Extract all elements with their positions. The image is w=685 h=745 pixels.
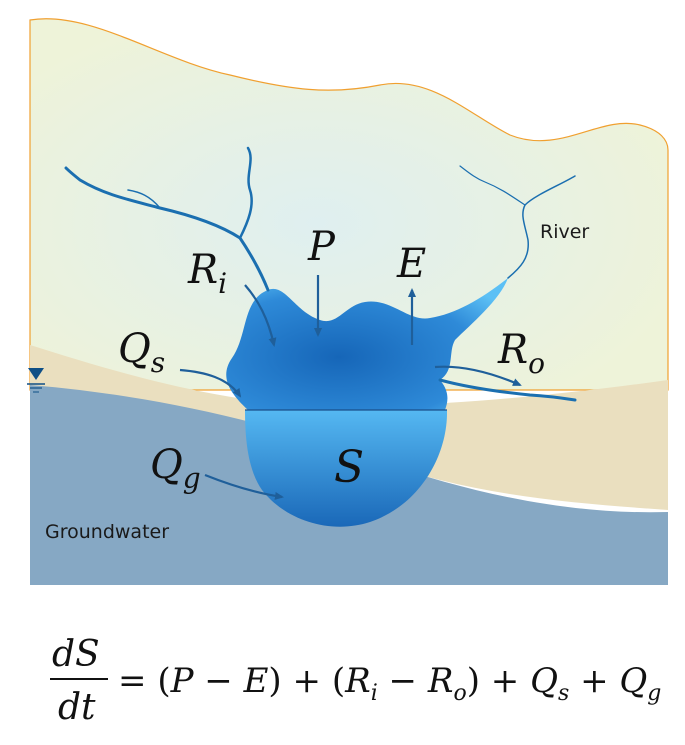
flow-arrows (179, 275, 522, 500)
water-balance-equation: dS dt = (P − E) + (Ri − Ro) + Qs + Qg (50, 634, 661, 728)
eq-P: P (170, 661, 195, 701)
label-outflow-runoff-main: R (497, 327, 528, 373)
label-groundwater-inflow: Qg (150, 442, 201, 495)
label-storage: S (334, 442, 364, 493)
storage-bowl (245, 410, 448, 527)
label-groundwater: Groundwater (45, 521, 169, 543)
eq-numerator: dS (52, 634, 100, 675)
label-inflow-runoff-main: R (187, 247, 218, 293)
eq-E: E (243, 661, 269, 701)
eq-close-paren-2: ) (467, 661, 480, 701)
groundwater-inflow-arrow (204, 473, 284, 500)
eq-R1: R (344, 661, 371, 701)
label-inflow-runoff: Ri (187, 247, 227, 300)
label-evaporation: E (396, 241, 426, 287)
eq-Q2: Q (619, 661, 647, 701)
eq-plus-1: + (293, 661, 322, 701)
eq-denominator: dt (58, 687, 96, 728)
eq-R2: R (427, 661, 454, 701)
water-table-icon (27, 368, 45, 393)
label-groundwater-inflow-main: Q (150, 442, 183, 488)
eq-equals: = (118, 661, 147, 701)
eq-plus-3: + (580, 661, 609, 701)
eq-minus-1: − (204, 661, 233, 701)
label-groundwater-inflow-sub: g (183, 462, 201, 495)
eq-open-paren-1: ( (157, 661, 170, 701)
label-outflow-runoff: Ro (497, 327, 545, 380)
outflow-runoff-arrow (434, 365, 522, 387)
inflow-river (64, 146, 270, 292)
land-surface (29, 18, 669, 391)
eq-R1-sub: i (371, 681, 378, 706)
eq-Q1: Q (530, 661, 558, 701)
eq-close-paren-1: ) (268, 661, 281, 701)
label-surface-inflow: Qs (118, 326, 165, 379)
label-precipitation: P (307, 224, 336, 270)
eq-R2-sub: o (453, 681, 466, 706)
label-outflow-runoff-sub: o (528, 347, 545, 380)
lake-surface (226, 278, 508, 410)
eq-minus-2: − (389, 661, 418, 701)
surface-inflow-arrow (179, 368, 242, 398)
outflow-river (438, 165, 577, 402)
label-surface-inflow-sub: s (151, 346, 165, 379)
eq-open-paren-2: ( (332, 661, 345, 701)
eq-rhs: = (P − E) + (Ri − Ro) + Qs + Qg (118, 661, 661, 709)
label-inflow-runoff-sub: i (218, 267, 227, 300)
eq-Q1-sub: s (558, 681, 569, 706)
eq-plus-2: + (491, 661, 520, 701)
inflow-runoff-arrow (244, 284, 277, 347)
eq-Q2-sub: g (647, 681, 661, 706)
label-surface-inflow-main: Q (118, 326, 151, 372)
label-river: River (540, 221, 589, 243)
